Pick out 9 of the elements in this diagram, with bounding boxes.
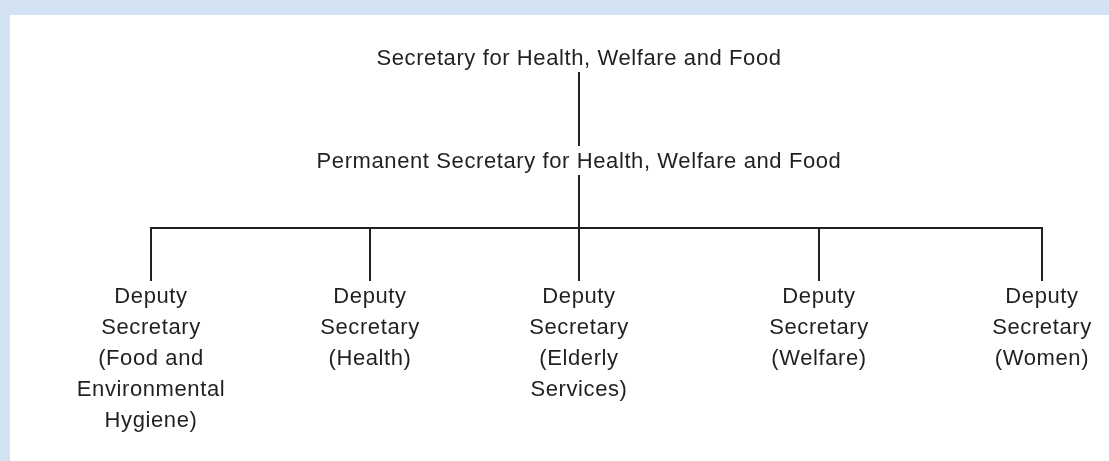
position-title: Secretary for Health, Welfare and Food: [376, 45, 782, 70]
connector-line: [578, 174, 1043, 282]
position-title: Deputy Secretary (Women): [992, 283, 1092, 370]
position-title: Deputy Secretary (Elderly Services): [529, 283, 629, 401]
position-title: Deputy Secretary (Food and Environmental Hygiene): [76, 283, 226, 432]
position-title: Deputy Secretary (Welfare): [769, 283, 869, 370]
position-title: Permanent Secretary for Health, Welfare and Food: [316, 148, 842, 173]
connector-line: [578, 71, 580, 147]
position-title: Deputy Secretary (Health): [320, 283, 420, 370]
